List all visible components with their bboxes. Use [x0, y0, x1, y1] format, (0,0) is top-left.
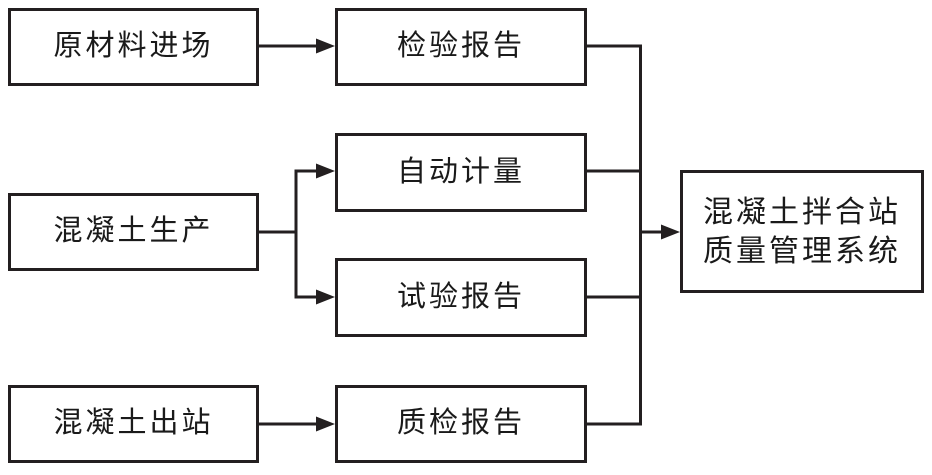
edge-bus-to-system: [640, 224, 680, 240]
node-raw-material-entry: 原材料进场: [8, 8, 259, 86]
node-automatic-metering-label: 自动计量: [396, 155, 525, 188]
node-management-system-label-line1: 混凝土拌合站: [703, 195, 901, 229]
node-management-system: 混凝土拌合站 质量管理系统: [680, 170, 924, 293]
edge-departure-to-quality: [259, 416, 335, 432]
edge-production-to-test: [294, 289, 335, 305]
edge-production-branch: [259, 170, 298, 298]
node-inspection-report-label: 检验报告: [396, 30, 525, 63]
edge-production-to-metering: [294, 163, 335, 179]
node-concrete-departure: 混凝土出站: [8, 385, 259, 463]
node-concrete-production: 混凝土生产: [8, 193, 259, 271]
node-quality-inspection-report-label: 质检报告: [396, 407, 525, 440]
node-concrete-departure-label: 混凝土出站: [53, 407, 214, 440]
node-quality-inspection-report: 质检报告: [335, 385, 587, 463]
node-automatic-metering: 自动计量: [335, 133, 587, 212]
node-management-system-label-line2: 质量管理系统: [703, 234, 901, 268]
node-test-report: 试验报告: [335, 258, 587, 337]
node-test-report-label: 试验报告: [396, 280, 525, 313]
node-inspection-report: 检验报告: [335, 8, 587, 86]
node-concrete-production-label: 混凝土生产: [53, 215, 214, 248]
edge-raw-material-to-inspection: [259, 38, 335, 54]
node-raw-material-entry-label: 原材料进场: [53, 30, 214, 63]
